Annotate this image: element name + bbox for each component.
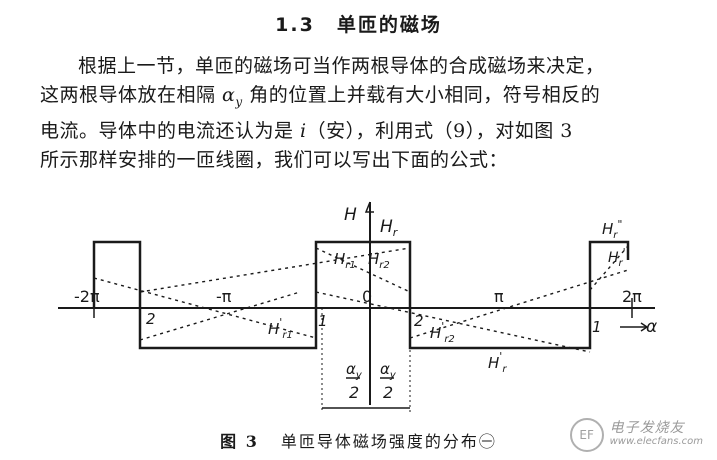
hr-double-prime-label: Hr" (602, 218, 622, 241)
line2-text-a: 这两根导体放在相隔 (40, 84, 223, 106)
tick-label-neg-2pi: -2π (74, 287, 100, 306)
h-axis-arrow (364, 201, 374, 213)
hr-prime-right (315, 291, 591, 353)
mark-2-left: 2 (146, 310, 156, 328)
watermark-name: 电子发烧友 (609, 420, 685, 436)
figure-number: 图 3 (220, 432, 259, 451)
mark-1-right: 1 (592, 318, 602, 336)
watermark-logo-icon: EF (569, 418, 604, 452)
paragraph-line-1: 根据上一节，单匝的磁场可当作两根导体的合成磁场来决定， (78, 55, 605, 77)
alpha-subscript: y (235, 94, 243, 109)
hr1-prime-label: H'r1 (268, 316, 293, 341)
body-paragraph: 根据上一节，单匝的磁场可当作两根导体的合成磁场来决定， 这两根导体放在相隔 αy… (40, 52, 680, 175)
hr2-label: Hr2 (368, 250, 390, 271)
tick-label-pi: π (494, 287, 504, 306)
alpha-axis-label: α (646, 317, 657, 337)
resultant-field-curve (92, 240, 630, 350)
right-frac-num: αy (380, 360, 397, 381)
paragraph-line-2: 这两根导体放在相隔 αy 角的位置上并载有大小相同，符号相反的 (40, 81, 680, 117)
tick-label-zero: 0 (362, 287, 372, 306)
hr1-label: Hr1 (334, 250, 356, 271)
tick-label-2pi: 2π (622, 287, 642, 306)
component-fields (93, 245, 629, 353)
alpha-arrow-head (640, 322, 649, 332)
line2-text-b: 角的位置上并载有大小相同，符号相反的 (242, 84, 601, 106)
section-title: 1.3 单匝的磁场 (0, 10, 717, 37)
guide-lines (321, 308, 411, 412)
section-number: 1.3 (275, 14, 315, 36)
tick-label-neg-pi: -π (216, 287, 232, 306)
paragraph-line-4: 所示那样安排的一匝线圈，我们可以写出下面的公式： (40, 148, 509, 171)
hr-prime-right-label: Hr' (608, 246, 626, 269)
figure-caption: 图 3 单匝导体磁场强度的分布㊀ (0, 428, 717, 452)
alpha-symbol: α (222, 84, 236, 106)
left-frac-num: αy (346, 360, 363, 381)
line3-text-a: 电流。导体中的电流还认为是 (40, 119, 301, 142)
hr2-ascending (409, 269, 629, 339)
section-heading: 单匝的磁场 (336, 14, 442, 36)
figure-caption-text: 单匝导体磁场强度的分布㊀ (280, 432, 497, 451)
hr1-center (315, 247, 411, 293)
current-symbol: i (300, 119, 307, 142)
h-axis-label: H (344, 205, 357, 225)
hr1-descending (93, 277, 317, 339)
watermark: EF 电子发烧友 www.elecfans.com (569, 418, 703, 452)
right-frac-den: 2 (383, 383, 393, 402)
left-frac-den: 2 (349, 383, 359, 402)
mark-1-left: 1 (318, 312, 328, 330)
hr-double-prime (589, 245, 629, 291)
line3-text-b: （安），利用式（9），对如图 3 (306, 119, 573, 142)
field-distribution-figure: H Hr Hr1 Hr2 Hr" Hr' H'r1 H'r2 H'r -2π -… (58, 201, 657, 412)
mark-2-right: 2 (414, 312, 424, 330)
half-angle-brackets (322, 377, 410, 409)
hr2-prime-label: H'r2 (430, 320, 455, 345)
paragraph-line-3: 电流。导体中的电流还认为是 i（安），利用式（9），对如图 3 (40, 117, 680, 146)
watermark-url: www.elecfans.com (609, 436, 703, 447)
hr-label: Hr (380, 217, 399, 239)
hr-prime-bottom-label: H'r (488, 350, 507, 375)
axes (58, 201, 655, 405)
